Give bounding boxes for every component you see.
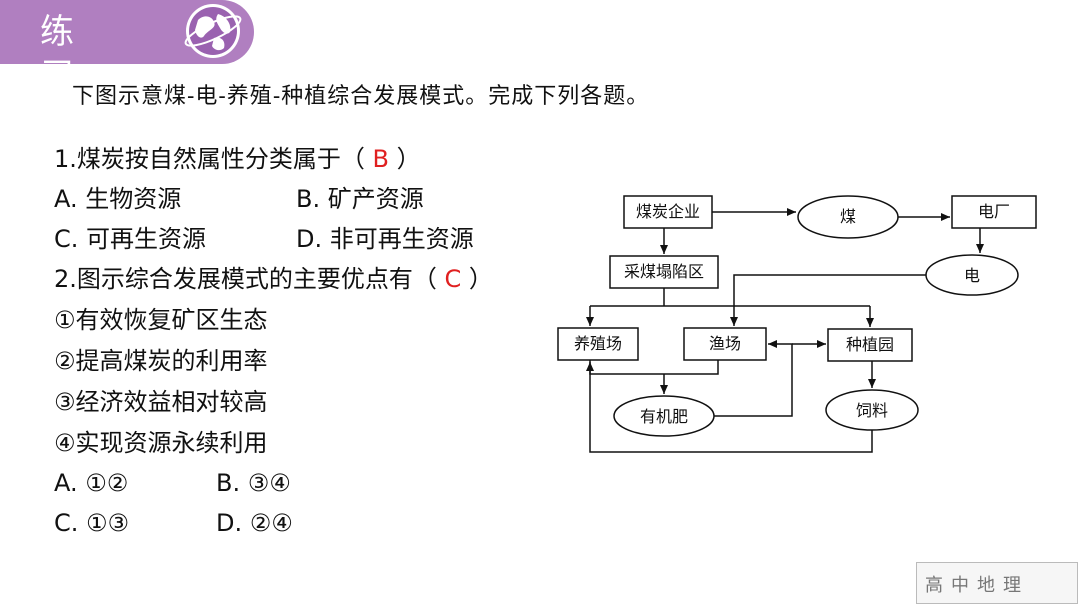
node-plantation bbox=[827, 328, 913, 362]
node-breeding-farm bbox=[557, 327, 639, 361]
globe-icon bbox=[184, 4, 242, 58]
q2-option-d: D. ②④ bbox=[216, 509, 293, 537]
question-2-answer: C bbox=[444, 265, 462, 293]
label-fishery: 渔场 bbox=[709, 334, 741, 353]
label-power-plant: 电厂 bbox=[978, 202, 1010, 221]
node-power-plant bbox=[951, 195, 1037, 229]
label-coal-enterprise: 煤炭企业 bbox=[636, 202, 700, 221]
node-fishery bbox=[683, 327, 767, 361]
q2-statement-3: ③经济效益相对较高 bbox=[54, 388, 268, 416]
question-1-stem-text: 1.煤炭按自然属性分类属于（ bbox=[54, 145, 373, 173]
q2-option-a: A. ①② bbox=[54, 469, 129, 497]
instruction-text: 下图示意煤-电-养殖-种植综合发展模式。完成下列各题。 bbox=[72, 84, 650, 109]
question-2-stem-text: 2.图示综合发展模式的主要优点有（ bbox=[54, 265, 445, 293]
watermark: 高中地理 bbox=[916, 562, 1078, 604]
label-coal: 煤 bbox=[840, 207, 856, 226]
q2-option-c: C. ①③ bbox=[54, 509, 130, 537]
question-1-stem-close: ） bbox=[389, 145, 421, 173]
flow-diagram: 煤炭企业 煤 电厂 采煤塌陷区 电 养殖场 渔场 种植园 有机肥 饲料 bbox=[557, 195, 1037, 453]
question-1-stem: 1.煤炭按自然属性分类属于（ B ） bbox=[54, 144, 421, 174]
page-title: 练 习 bbox=[40, 12, 94, 96]
label-feed: 饲料 bbox=[856, 401, 888, 420]
q2-statement-2: ②提高煤炭的利用率 bbox=[54, 347, 268, 375]
q2-statement-4: ④实现资源永续利用 bbox=[54, 429, 268, 457]
question-2-stem: 2.图示综合发展模式的主要优点有（ C ） bbox=[54, 264, 493, 294]
question-2-stem-close: ） bbox=[461, 265, 493, 293]
q1-option-c: C. 可再生资源 bbox=[54, 225, 207, 253]
label-plantation: 种植园 bbox=[846, 335, 894, 354]
q2-statement-1: ①有效恢复矿区生态 bbox=[54, 306, 268, 334]
q2-option-b: B. ③④ bbox=[216, 469, 291, 497]
q1-option-b: B. 矿产资源 bbox=[296, 185, 424, 213]
globe-badge bbox=[170, 0, 254, 64]
label-subsidence-area: 采煤塌陷区 bbox=[624, 262, 704, 281]
question-1-answer: B bbox=[372, 145, 389, 173]
label-electricity: 电 bbox=[964, 266, 980, 285]
watermark-text: 高中地理 bbox=[925, 575, 1029, 596]
q1-option-a: A. 生物资源 bbox=[54, 185, 182, 213]
label-organic-fertilizer: 有机肥 bbox=[640, 407, 688, 426]
label-breeding-farm: 养殖场 bbox=[574, 334, 622, 353]
header-bar: 练 习 bbox=[0, 0, 170, 96]
q1-option-d: D. 非可再生资源 bbox=[296, 225, 474, 253]
